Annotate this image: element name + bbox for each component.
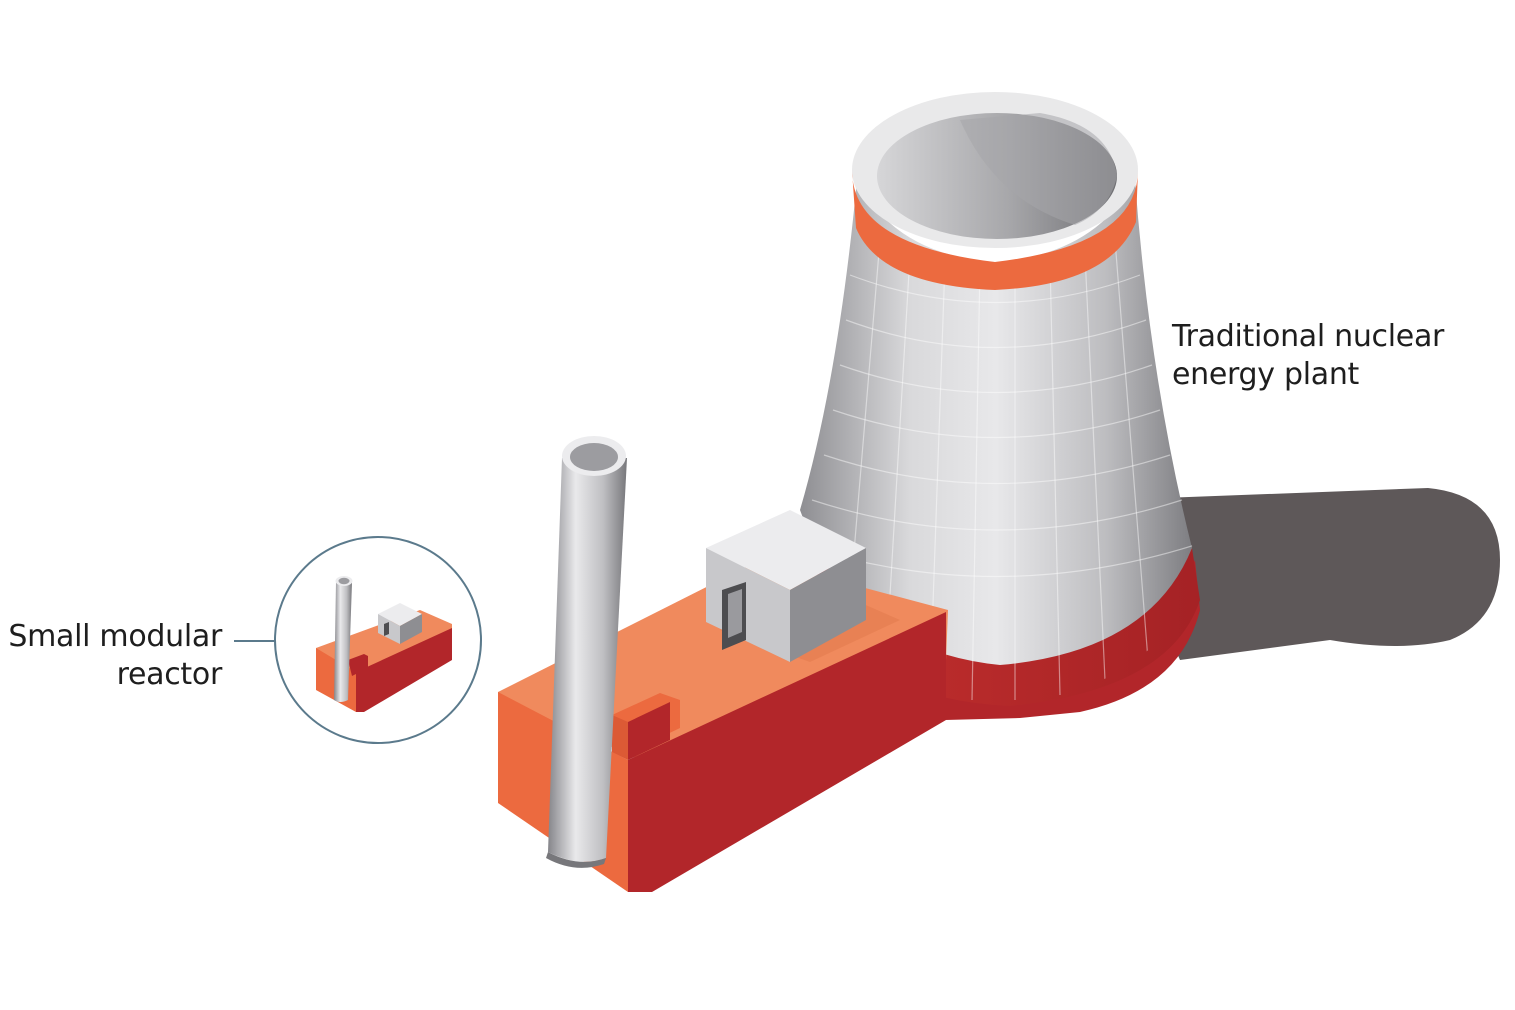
traditional-plant-label: Traditional nuclear energy plant — [1172, 318, 1492, 394]
chimney-icon — [546, 436, 627, 868]
tower-shadow — [1110, 488, 1500, 660]
plant-label-line1: Traditional nuclear — [1172, 319, 1445, 354]
plant-label-line2: energy plant — [1172, 357, 1360, 392]
small-modular-reactor-label: Small modular reactor — [6, 618, 222, 694]
smr-label-line2: reactor — [116, 657, 223, 692]
small-modular-reactor-icon — [316, 576, 452, 712]
reactor-building-icon — [706, 510, 866, 662]
annex-box — [612, 693, 680, 760]
smr-label-line1: Small modular — [8, 619, 222, 654]
